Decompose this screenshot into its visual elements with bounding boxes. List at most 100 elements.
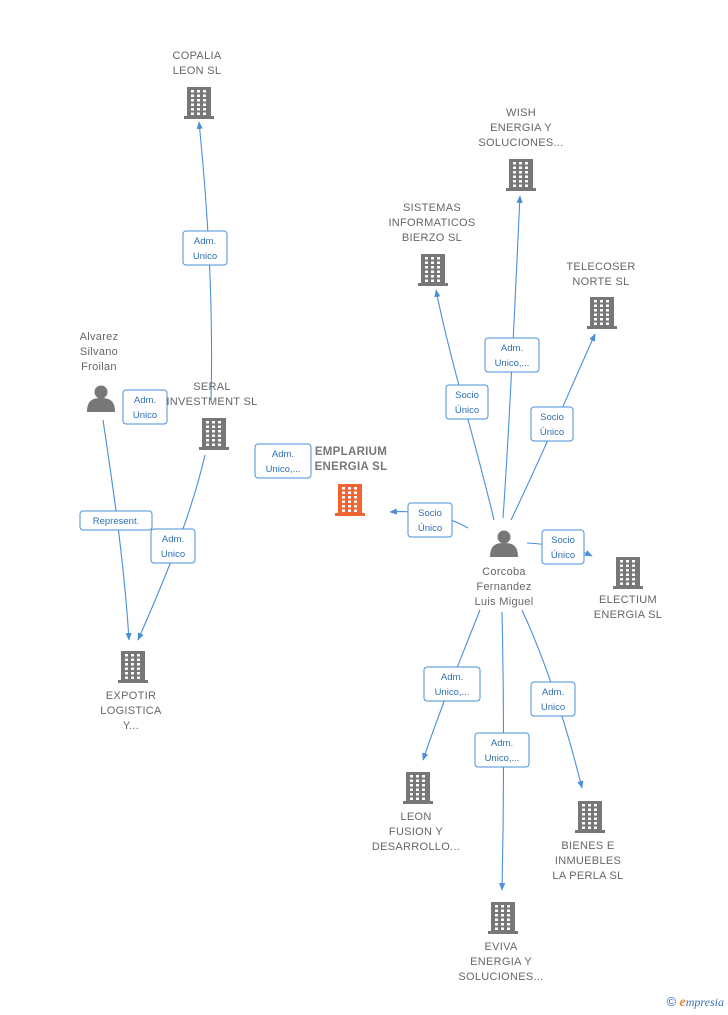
node-label-line: SERAL (193, 381, 231, 393)
edge-seral-to-copalia (196, 121, 213, 401)
copyright-symbol: © (666, 994, 677, 1009)
node-label-line: TELECOSER (566, 261, 635, 273)
node-label-line: SOLUCIONES... (478, 137, 563, 149)
node-label-line: INVESTMENT SL (166, 396, 257, 408)
node-label-line: Froilan (81, 361, 117, 373)
relation-label-text: Unico,... (495, 358, 530, 369)
relation-label-text: Unico,... (266, 464, 301, 475)
building-icon (199, 418, 229, 450)
relation-label-text: Socio (540, 412, 564, 423)
node-label-line: EXPOTIR (106, 690, 156, 702)
node-label-line: ENERGIA SL (594, 609, 662, 621)
relation-label-text: Unico (133, 410, 157, 421)
node-label-line: LEON (400, 811, 431, 823)
node-sistemas[interactable]: SISTEMAS INFORMATICOS BIERZO SL (388, 202, 475, 286)
node-label-line: ENERGIA SL (315, 461, 388, 473)
building-icon (506, 159, 536, 191)
node-telecoser[interactable]: TELECOSER NORTE SL (566, 261, 635, 329)
relation-label-corcoba-leonfusion[interactable]: Adm. Unico,... (423, 666, 481, 702)
node-label-line: WISH (506, 107, 536, 119)
building-icon (418, 254, 448, 286)
relation-label-seral-emplarium[interactable]: Adm. Unico,... (254, 443, 312, 479)
building-icon (613, 557, 643, 589)
node-label-line: COPALIA (173, 50, 222, 62)
node-copalia[interactable]: COPALIA LEON SL (173, 50, 222, 119)
relation-label-seral-expotir[interactable]: Adm.Unico (150, 528, 196, 564)
relation-label-text: Unico (193, 251, 217, 262)
relation-label-text: Único (540, 427, 564, 438)
node-seral[interactable]: SERAL INVESTMENT SL (166, 381, 257, 450)
relation-label-text: Adm. (501, 343, 523, 354)
relation-label-seral-copalia[interactable]: Adm. Unico (182, 230, 228, 266)
relation-label-corcoba-bienes[interactable]: Adm. Unico (530, 681, 576, 717)
node-label-line: ENERGIA Y (470, 956, 532, 968)
node-label-line: DESARROLLO... (372, 841, 460, 853)
node-label-line: Corcoba (482, 566, 526, 578)
brand-initial: e (679, 995, 686, 1010)
relation-label-text: Socio (455, 390, 479, 401)
building-icon (335, 484, 365, 516)
relation-label-text: Único (418, 523, 442, 534)
node-label-line: Fernandez (476, 581, 531, 593)
relation-label-corcoba-eviva[interactable]: Adm. Unico,... (474, 732, 530, 768)
person-icon (490, 530, 518, 557)
relation-label-text: Represent. (93, 516, 139, 527)
relation-label-text: Unico,... (485, 753, 520, 764)
relation-label-text: Único (551, 550, 575, 561)
person-icon (87, 385, 115, 412)
building-icon (118, 651, 148, 683)
relation-label-text: Adm. (542, 687, 564, 698)
node-label-line: Alvarez (80, 331, 119, 343)
building-icon (403, 772, 433, 804)
relation-label-text: Unico (161, 549, 185, 560)
relation-label-corcoba-wish[interactable]: Adm. Unico,... (484, 337, 540, 373)
node-label-line: Silvano (80, 346, 118, 358)
node-label-line: LEON SL (173, 65, 222, 77)
node-label-line: SISTEMAS (403, 202, 461, 214)
node-emplarium[interactable]: EMPLARIUM ENERGIA SL (315, 446, 388, 516)
node-expotir[interactable]: EXPOTIR LOGISTICA Y... (100, 651, 162, 732)
node-label-line: NORTE SL (572, 276, 629, 288)
node-label-line: EVIVA (484, 941, 517, 953)
relation-label-text: Socio (551, 535, 575, 546)
relation-label-text: Unico,... (435, 687, 470, 698)
building-icon (575, 801, 605, 833)
relation-label-text: Unico (541, 702, 565, 713)
building-icon (587, 297, 617, 329)
node-eviva[interactable]: EVIVA ENERGIA Y SOLUCIONES... (458, 902, 543, 983)
node-leonfusion[interactable]: LEON FUSION Y DESARROLLO... (372, 772, 460, 853)
relation-label-text: Adm. (441, 672, 463, 683)
node-label-line: EMPLARIUM (315, 446, 387, 458)
relation-label-text: Adm. (272, 449, 294, 460)
relation-label-text: Único (455, 405, 479, 416)
node-label-line: BIENES E (561, 840, 614, 852)
node-label-line: LOGISTICA (100, 705, 162, 717)
relation-label-text: Adm. (491, 738, 513, 749)
node-label-line: SOLUCIONES... (458, 971, 543, 983)
brand-footer: © empresia (667, 994, 724, 1011)
node-label-line: INMUEBLES (555, 855, 621, 867)
brand-name: mpresia (685, 995, 724, 1009)
node-label-line: Luis Miguel (475, 596, 534, 608)
node-label-line: BIERZO SL (402, 232, 462, 244)
node-label-line: ENERGIA Y (490, 122, 552, 134)
relation-label-alvarez-seral[interactable]: Adm.Unico (122, 389, 168, 425)
node-label-line: LA PERLA SL (552, 870, 623, 882)
node-wish[interactable]: WISH ENERGIA Y SOLUCIONES... (478, 107, 563, 191)
relation-label-alvarez-expotir[interactable]: Represent. (79, 510, 153, 531)
node-label-line: Y... (123, 720, 139, 732)
node-bienes[interactable]: BIENES E INMUEBLES LA PERLA SL (552, 801, 623, 882)
relation-label-text: Adm. (194, 236, 216, 247)
building-icon (184, 87, 214, 119)
building-icon (488, 902, 518, 934)
node-label-line: INFORMATICOS (388, 217, 475, 229)
node-label-line: FUSION Y (389, 826, 444, 838)
